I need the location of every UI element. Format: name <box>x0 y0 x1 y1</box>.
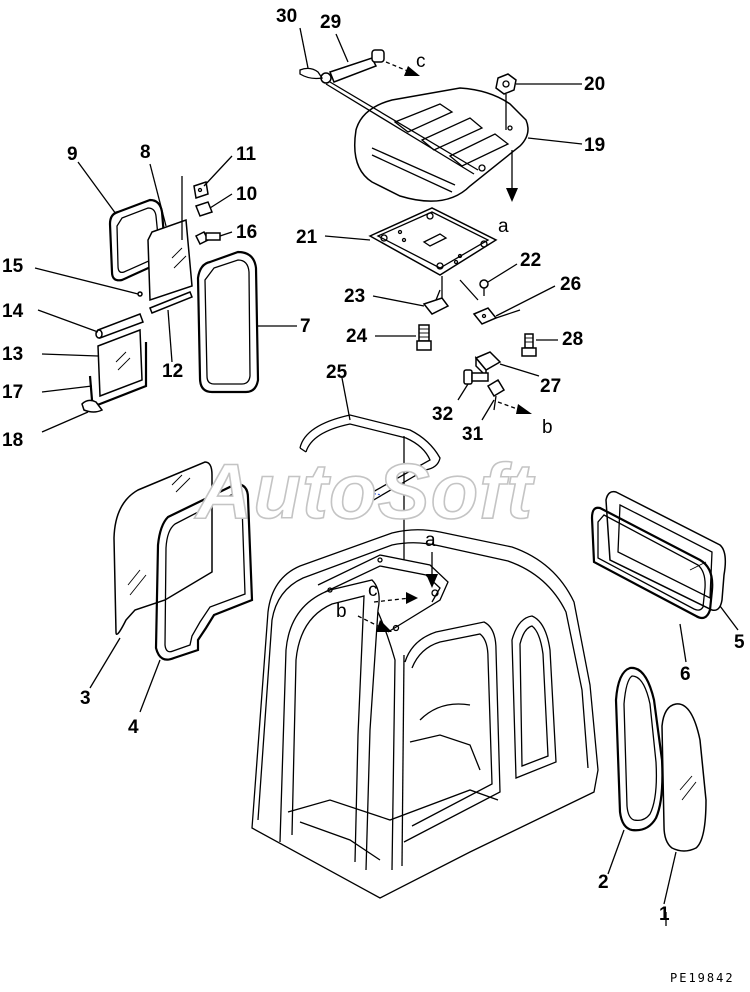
part-label: 20 <box>584 74 605 95</box>
part-22-bolt <box>479 279 489 296</box>
leader-lines <box>34 27 739 926</box>
part-30-clip <box>299 67 324 80</box>
part-2-rear-seal <box>614 666 664 832</box>
part-20-nut <box>495 73 517 130</box>
part-12-strip <box>149 291 193 314</box>
part-label: 15 <box>2 256 24 277</box>
part-31-hinge <box>486 378 506 411</box>
part-label: 32 <box>432 404 453 425</box>
part-label: 30 <box>276 6 297 27</box>
part-10-block <box>195 201 213 217</box>
part-16-bolt <box>194 230 221 246</box>
part-13-glass <box>97 328 143 398</box>
part-label: 7 <box>300 316 311 337</box>
reference-letters: a b c a b c <box>336 51 553 622</box>
part-28-bolt <box>521 333 537 357</box>
reference-letter: c <box>368 580 378 601</box>
part-label: 25 <box>326 362 348 383</box>
part-label: 10 <box>236 184 257 205</box>
watermark: AutoSoft <box>194 447 535 535</box>
part-9-seal <box>108 198 168 282</box>
part-26-bracket <box>472 307 521 325</box>
part-label: 4 <box>128 717 139 738</box>
part-label: 24 <box>346 326 368 347</box>
part-label: 21 <box>296 227 318 248</box>
part-14-rubber <box>95 313 144 339</box>
part-25-pipe <box>299 414 441 560</box>
part-27-block <box>474 351 502 378</box>
part-label: 23 <box>344 286 365 307</box>
reference-letter: b <box>542 417 553 438</box>
part-label: 3 <box>80 688 91 709</box>
part-8-glass <box>147 218 193 302</box>
part-23-bracket <box>422 289 450 315</box>
part-label: 26 <box>560 274 581 295</box>
part-label: 14 <box>2 301 24 322</box>
part-label: 9 <box>67 144 78 165</box>
part-label: 11 <box>236 144 257 165</box>
drawing-code: PE19842 <box>670 971 735 985</box>
part-label: 12 <box>162 361 183 382</box>
part-21-mount-plate <box>368 207 498 301</box>
part-4-door-seal <box>154 482 254 661</box>
part-labels: 1 2 3 4 5 6 7 8 9 10 11 12 13 14 15 16 1… <box>2 6 745 925</box>
part-label: 13 <box>2 344 23 365</box>
reference-letter: b <box>336 601 347 622</box>
part-label: 27 <box>540 376 561 397</box>
part-29-gas-spring <box>320 49 479 175</box>
part-1-rear-glass <box>661 703 707 852</box>
cab-frame <box>251 529 599 899</box>
direction-arrows <box>357 61 532 632</box>
part-label: 18 <box>2 430 23 451</box>
part-label: 31 <box>462 424 484 445</box>
part-label: 8 <box>140 142 151 163</box>
part-label: 5 <box>734 632 745 653</box>
part-label: 2 <box>598 872 609 893</box>
part-label: 1 <box>659 904 670 925</box>
part-label: 22 <box>520 250 541 271</box>
reference-letter: a <box>498 216 509 237</box>
part-15-pin <box>137 291 143 297</box>
part-19-roof-panel <box>354 87 529 202</box>
part-label: 19 <box>584 135 605 156</box>
part-11-bracket <box>181 176 209 240</box>
part-label: 6 <box>680 664 691 685</box>
part-label: 17 <box>2 382 23 403</box>
reference-letter: a <box>425 530 436 551</box>
reference-letter: c <box>416 51 426 72</box>
part-label: 29 <box>320 12 341 33</box>
part-label: 16 <box>236 222 257 243</box>
part-24-bolt <box>416 324 432 351</box>
part-6-window-seal <box>590 506 714 620</box>
part-label: 28 <box>562 329 583 350</box>
part-3-door-glass <box>113 461 213 635</box>
part-7-seal <box>196 250 260 394</box>
part-18-clip <box>81 399 104 413</box>
part-5-window-glass <box>605 490 727 612</box>
